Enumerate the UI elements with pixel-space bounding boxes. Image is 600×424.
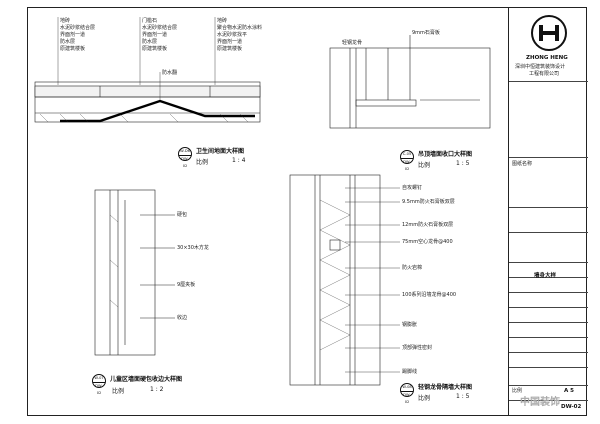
- label: 门槛石: [142, 18, 158, 24]
- bathroom-scale-value: 1 : 4: [232, 157, 246, 164]
- title-block: ZHONG HENG 深圳中恒建筑装饰设计 工程有限公司 图纸名称 墙身大样 比…: [508, 7, 588, 416]
- label: 界面剂一道: [217, 39, 243, 45]
- partition-scale-value: 1 : 5: [456, 393, 470, 400]
- partition-scale-label: 比例: [418, 395, 431, 402]
- label: 原建筑楼板: [60, 46, 86, 52]
- label: 防水层: [60, 39, 76, 45]
- kids-label: 30×30木方龙: [177, 245, 209, 251]
- label: 防水翻: [162, 70, 178, 76]
- company-brand: ZHONG HENG: [526, 55, 568, 61]
- kids-label: 收边: [177, 315, 188, 321]
- partition-label: 75mm空心龙骨@400: [402, 239, 453, 245]
- bathroom-scale-label: 比例: [196, 159, 209, 166]
- company-name-2: 工程有限公司: [529, 71, 560, 77]
- label: 原建筑楼板: [217, 46, 243, 52]
- partition-label: 防火岩棉: [402, 265, 423, 271]
- label: 地砖: [60, 18, 71, 24]
- kids-scale-value: 1 : 2: [150, 386, 164, 393]
- kids-title: 儿童区墙面硬包收边大样图: [110, 376, 183, 383]
- partition-label: 踢脚线: [402, 369, 418, 375]
- ceiling-title: 吊顶墙面收口大样图: [418, 151, 473, 158]
- kids-scale-label: 比例: [112, 388, 125, 395]
- bathroom-title: 卫生间地面大样图: [196, 148, 245, 155]
- label: 水泥砂浆找平: [217, 32, 248, 38]
- kids-label: 9厘夹板: [177, 282, 196, 288]
- company-name-1: 深圳中恒建筑装饰设计: [515, 64, 566, 70]
- scale-label: 比例: [512, 388, 523, 394]
- label: 防水层: [142, 39, 158, 45]
- label: 界面剂一道: [142, 32, 168, 38]
- company-logo-icon: [531, 15, 567, 51]
- drawing-sheet-border: [27, 7, 587, 416]
- ceiling-label-right: 9mm石膏板: [412, 30, 440, 36]
- label: 原建筑楼板: [142, 46, 168, 52]
- label: 地砖: [217, 18, 228, 24]
- partition-label: 自攻螺钉: [402, 185, 423, 191]
- scale-value: A 5: [564, 388, 574, 394]
- partition-label: 100系列沿墙龙骨@400: [402, 292, 457, 298]
- sheet-number: DW-02: [561, 404, 582, 410]
- partition-label: 9.5mm防火石膏板双层: [402, 199, 455, 205]
- kids-label: 硬包: [177, 212, 188, 218]
- sheet-name: 墙身大样: [534, 273, 557, 279]
- project-label: 图纸名称: [512, 161, 533, 167]
- partition-label: 12mm防火石膏板双层: [402, 222, 454, 228]
- ceiling-scale-value: 1 : 5: [456, 160, 470, 167]
- label: 聚合物水泥防水涂料: [217, 25, 263, 31]
- ceiling-scale-label: 比例: [418, 162, 431, 169]
- ceiling-label-left: 轻钢龙骨: [342, 40, 363, 46]
- label: 水泥砂浆结合层: [60, 25, 96, 31]
- partition-label: 钢膨胀: [402, 322, 418, 328]
- watermark: 中国装饰: [520, 397, 560, 408]
- partition-label: 顶部弹性密封: [402, 345, 433, 351]
- label: 界面剂一道: [60, 32, 86, 38]
- label: 水泥砂浆结合层: [142, 25, 178, 31]
- partition-title: 轻钢龙骨隔墙大样图: [418, 384, 473, 391]
